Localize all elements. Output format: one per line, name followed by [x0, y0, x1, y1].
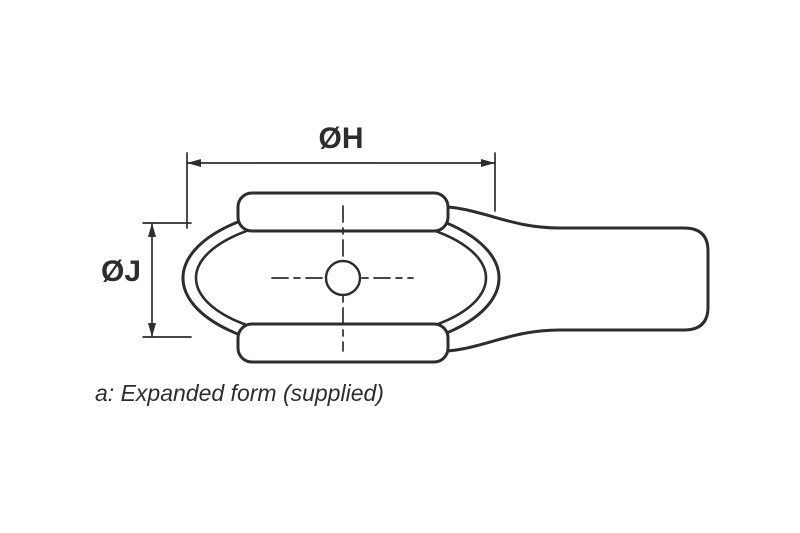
arrowhead-h-left	[187, 159, 201, 167]
arrowhead-h-right	[481, 159, 495, 167]
dimension-label-h: ØH	[319, 122, 364, 155]
diagram-labels: ØH ØJ a: Expanded form (supplied)	[95, 122, 384, 406]
arrowhead-j-bottom	[148, 323, 156, 337]
dimension-label-j: ØJ	[101, 255, 141, 288]
diagram-caption: a: Expanded form (supplied)	[95, 380, 384, 406]
center-mark-circle	[324, 259, 362, 297]
tube-tail-outline	[428, 204, 710, 354]
dimension-arrowheads	[148, 159, 495, 337]
arrowhead-j-top	[148, 223, 156, 237]
drawing-linework: ØH ØJ a: Expanded form (supplied)	[95, 122, 710, 406]
